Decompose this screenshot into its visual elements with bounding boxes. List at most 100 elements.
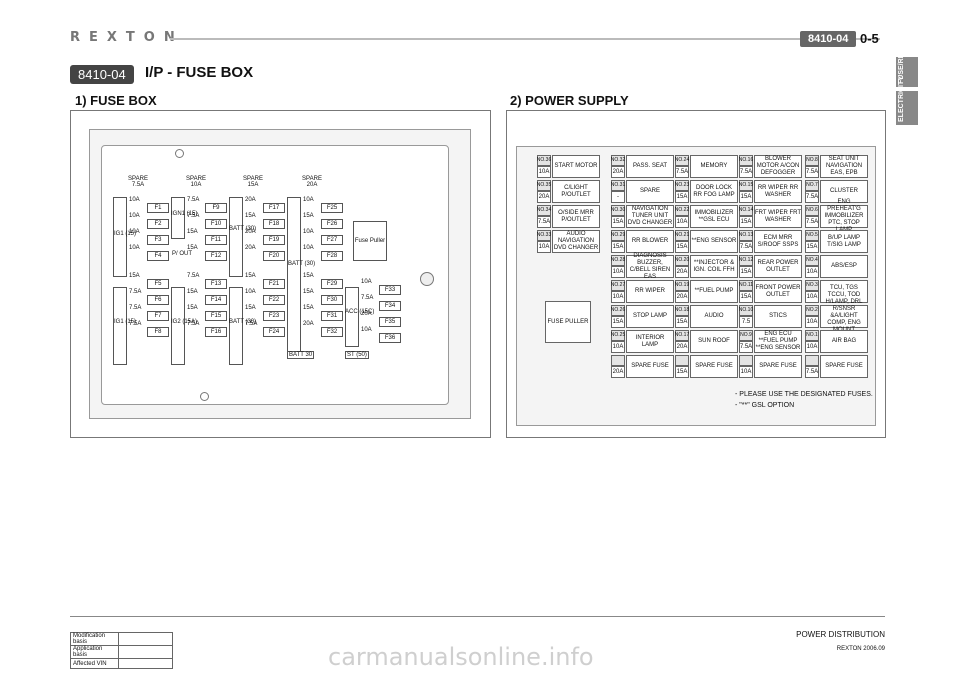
fuse-slot[interactable]: F22 — [263, 295, 285, 305]
fuse-number: NO.29 — [611, 230, 625, 241]
fuse-slot[interactable]: F23 — [263, 311, 285, 321]
relay-group — [229, 287, 243, 365]
fuse-slot[interactable]: F30 — [321, 295, 343, 305]
fuse-amperage: 15A — [739, 291, 753, 303]
fuse-amperage: 7.5A — [739, 341, 753, 353]
spare-label: SPARE 10A — [186, 176, 206, 188]
fuse-amp: 15A — [303, 273, 314, 279]
fuse-amperage: 15A — [739, 216, 753, 228]
circuit-label: SPARE FUSE — [754, 355, 802, 378]
fuse-column-4: 10A F25 15A F26 10A F27 10A F28 15A F29 … — [303, 197, 345, 337]
fuse-slot[interactable]: F2 — [147, 219, 169, 229]
footer-subtitle: REXTON 2006.09 — [836, 646, 885, 652]
fuse-amperage: 10A — [611, 291, 625, 303]
fuse-amperage: 7.5A — [805, 366, 819, 378]
fuse-slot[interactable]: F27 — [321, 235, 343, 245]
fuse-slot[interactable]: F32 — [321, 327, 343, 337]
fuse-slot[interactable]: F18 — [263, 219, 285, 229]
watermark: carmanualsonline.info — [328, 643, 594, 671]
fuse-number: NO.33 — [537, 230, 551, 241]
fuse-amperage: 20A — [675, 341, 689, 353]
mount-hole — [200, 392, 209, 401]
fuse-amperage: 20A — [675, 266, 689, 278]
fuse-slot[interactable]: F35 — [379, 317, 401, 327]
fuse-slot[interactable]: F26 — [321, 219, 343, 229]
fuse-number: NO.2 — [805, 305, 819, 316]
fuse-slot[interactable]: F21 — [263, 279, 285, 289]
fuse-slot[interactable]: F12 — [205, 251, 227, 261]
fuse-amperage: 15A — [675, 366, 689, 378]
fuse-slot[interactable]: F9 — [205, 203, 227, 213]
fuse-slot[interactable]: F6 — [147, 295, 169, 305]
fuse-slot[interactable]: F36 — [379, 333, 401, 343]
rexton-logo: REXTON — [70, 30, 184, 45]
fuse-slot[interactable]: F10 — [205, 219, 227, 229]
fuse-slot[interactable]: F3 — [147, 235, 169, 245]
circuit-label: SPARE FUSE — [690, 355, 738, 378]
footer-title: POWER DISTRIBUTION — [796, 630, 885, 639]
fuse-number: NO.7 — [805, 180, 819, 191]
fuse-puller[interactable]: FUSE PULLER — [545, 301, 591, 343]
fuse-amp: 10A — [361, 327, 372, 333]
relay-group — [171, 287, 185, 365]
fuse-slot[interactable]: F25 — [321, 203, 343, 213]
group-label: IG1 (15) — [114, 231, 137, 237]
fuse-slot[interactable]: F4 — [147, 251, 169, 261]
fuse-slot[interactable]: F16 — [205, 327, 227, 337]
fuse-puller[interactable]: Fuse Puller — [353, 221, 387, 261]
fuse-number: NO.32 — [611, 155, 625, 166]
tab-electricity[interactable]: ELECTRICITY — [896, 76, 918, 125]
spare-label: SPARE 20A — [302, 176, 322, 188]
fuse-slot[interactable]: F31 — [321, 311, 343, 321]
fuse-slot[interactable]: F13 — [205, 279, 227, 289]
fuse-slot[interactable]: F8 — [147, 327, 169, 337]
circuit-label: TCU, TGS TCCU, TOD — [820, 280, 868, 303]
fuse-amperage: 10A — [739, 366, 753, 378]
fuse-box-heading: 1) FUSE BOX — [75, 93, 157, 108]
fuse-slot[interactable]: F15 — [205, 311, 227, 321]
fuse-slot[interactable]: F34 — [379, 301, 401, 311]
fuse-slot[interactable]: F7 — [147, 311, 169, 321]
circuit-label: SPARE — [626, 180, 674, 203]
fuse-number: NO.36 — [537, 155, 551, 166]
fuse-slot[interactable]: F1 — [147, 203, 169, 213]
circuit-label: H/LAMP, DRL R/SNSR &A/LIGHT COMP, ENG MO… — [820, 299, 868, 333]
relay-group — [113, 287, 127, 365]
group-label: IG2 (15A) — [171, 319, 198, 325]
fuse-amperage: 20A — [675, 291, 689, 303]
fuse-amperage: 7.5A — [739, 241, 753, 253]
note: - "**" GSL OPTION — [735, 402, 795, 409]
mount-hole — [175, 149, 184, 158]
fuse-amp: 15A — [187, 245, 198, 251]
circuit-label: **ENG SENSOR — [690, 230, 738, 253]
fuse-amperage: 15A — [611, 241, 625, 253]
circuit-label: PASS. SEAT — [626, 155, 674, 178]
fuse-slot[interactable]: F29 — [321, 279, 343, 289]
fuse-amperage: 15A — [739, 191, 753, 203]
fuse-slot[interactable]: F17 — [263, 203, 285, 213]
circuit-label: AUDIO NAVIGATION DVD CHANGER — [552, 230, 600, 253]
fuse-amp: 15A — [187, 305, 198, 311]
fuse-slot[interactable]: F11 — [205, 235, 227, 245]
fuse-number: NO.35 — [537, 180, 551, 191]
fuse-amperage: 15A — [675, 241, 689, 253]
note: - PLEASE USE THE DESIGNATED FUSES. — [735, 391, 873, 398]
fuse-number: NO.8 — [805, 155, 819, 166]
fuse-slot[interactable]: F19 — [263, 235, 285, 245]
fuse-amp: 7.5A — [187, 213, 200, 219]
circuit-label: C/LIGHT P/OUTLET — [552, 180, 600, 203]
fuse-slot[interactable]: F20 — [263, 251, 285, 261]
fuse-slot[interactable]: F28 — [321, 251, 343, 261]
fuse-number: NO.23 — [675, 180, 689, 191]
fuse-amp: 20A — [245, 197, 256, 203]
fuse-amperage: 15A — [675, 191, 689, 203]
circuit-label: IMMOBILIZER **GSL ECU — [690, 205, 738, 228]
fuse-slot[interactable]: F24 — [263, 327, 285, 337]
fuse-number: NO.1 — [805, 330, 819, 341]
fuse-slot[interactable]: F14 — [205, 295, 227, 305]
circuit-label: REAR POWER OUTLET — [754, 255, 802, 278]
fuse-amp: 7.5A — [187, 273, 200, 279]
fuse-slot[interactable]: F5 — [147, 279, 169, 289]
fuse-amperage: 10A — [805, 291, 819, 303]
fuse-slot[interactable]: F33 — [379, 285, 401, 295]
